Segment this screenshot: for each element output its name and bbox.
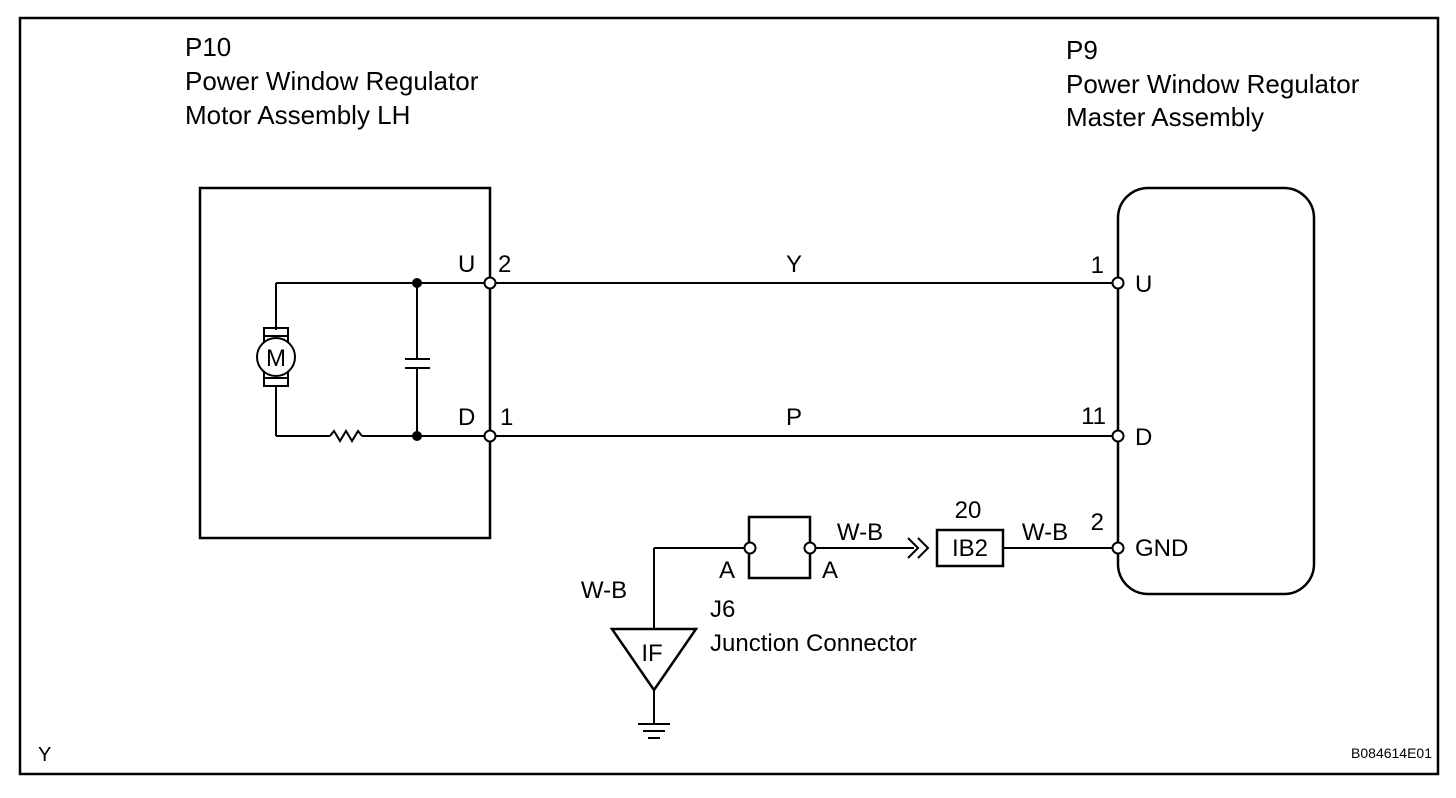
ib2-code: IB2	[952, 535, 988, 562]
figure-id: B084614E01	[1351, 745, 1432, 761]
motor-label: M	[266, 345, 286, 372]
ib2-pin: 20	[955, 497, 982, 524]
junction-code: J6	[710, 596, 735, 623]
p9-terminal-u	[1111, 276, 1125, 290]
p10-component-box	[198, 186, 492, 540]
p10-pin-d-name: D	[458, 404, 475, 431]
ground-wire-left-color: W-B	[581, 577, 627, 604]
ground-wire-mid-color: W-B	[837, 519, 883, 546]
connector-chevron-1	[907, 537, 920, 559]
resistor-symbol	[329, 429, 363, 443]
p9-name-line1: Power Window Regulator	[1066, 69, 1360, 99]
ground-icon	[638, 723, 670, 739]
p10-name-line2: Motor Assembly LH	[185, 100, 410, 130]
junction-name: Junction Connector	[710, 630, 917, 657]
p10-name-line1: Power Window Regulator	[185, 66, 479, 96]
p10-pin-u-num: 2	[498, 251, 511, 278]
ib2-connector-box	[935, 528, 1005, 568]
ground-wire-right-color: W-B	[1022, 519, 1068, 546]
p9-pin-u-name: U	[1135, 271, 1152, 298]
p10-code: P10	[185, 32, 231, 62]
p9-pin-d-name: D	[1135, 424, 1152, 451]
diagram-frame	[18, 16, 1440, 776]
p9-pin-d-num: 11	[1081, 403, 1106, 430]
junction-connector-box	[747, 515, 812, 580]
corner-mark: Y	[38, 744, 51, 766]
p9-component-box	[1116, 186, 1316, 596]
p10-pin-u-name: U	[458, 251, 475, 278]
junction-dot-bottom	[412, 431, 422, 441]
p9-pin-u-num: 1	[1091, 252, 1104, 279]
p10-terminal-d	[483, 429, 497, 443]
motor-symbol: M	[256, 327, 296, 387]
wire-d-color: P	[786, 404, 802, 431]
p9-pin-gnd-name: GND	[1135, 535, 1188, 562]
junction-dot-top	[412, 278, 422, 288]
p10-pin-d-num: 1	[500, 404, 513, 431]
junction-terminal-right	[803, 541, 817, 555]
wire-u-color: Y	[786, 251, 802, 278]
connector-chevron-2	[917, 537, 930, 559]
p9-terminal-gnd	[1111, 541, 1125, 555]
ground-point-code: IF	[641, 640, 662, 667]
p10-terminal-u	[483, 276, 497, 290]
p9-code: P9	[1066, 35, 1098, 65]
p9-terminal-d	[1111, 429, 1125, 443]
p9-name-line2: Master Assembly	[1066, 102, 1264, 132]
junction-pin-right: A	[822, 557, 838, 584]
ground-point-triangle	[609, 627, 699, 693]
junction-pin-left: A	[719, 557, 735, 584]
junction-terminal-left	[743, 541, 757, 555]
p9-pin-gnd-num: 2	[1091, 509, 1104, 536]
